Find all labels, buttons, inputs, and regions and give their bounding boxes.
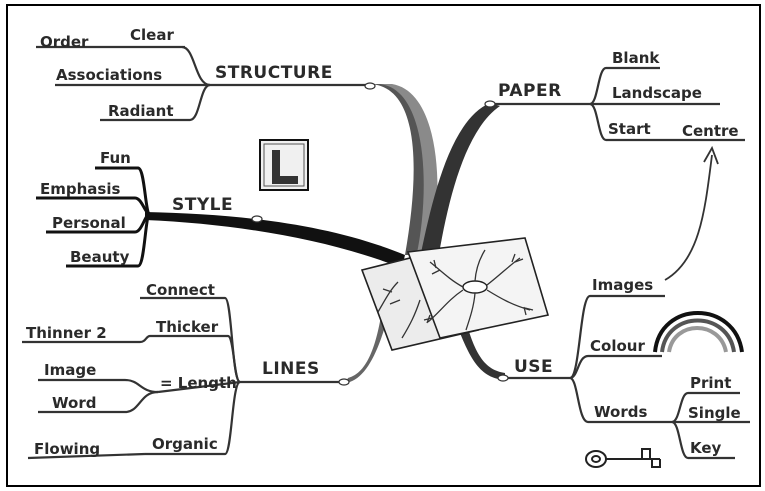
- paper-item-centre: Centre: [682, 122, 739, 140]
- lines-item-thicker: Thicker: [156, 318, 219, 336]
- structure-item-clear: Clear: [130, 26, 174, 44]
- paper-item-landscape: Landscape: [612, 84, 702, 102]
- style-label: STYLE: [172, 195, 233, 215]
- use-branch: [455, 318, 505, 380]
- use-item-words: Words: [594, 403, 647, 421]
- use-item-key: Key: [690, 439, 722, 457]
- style-item-beauty: Beauty: [70, 248, 130, 266]
- style-item-emphasis: Emphasis: [40, 180, 120, 198]
- paper-label: PAPER: [498, 81, 562, 101]
- lines-item-image: Image: [44, 361, 96, 379]
- structure-item-radiant: Radiant: [108, 102, 174, 120]
- paper-sub-branches: [488, 66, 745, 142]
- paper-item-start: Start: [608, 120, 651, 138]
- use-item-print: Print: [690, 374, 731, 392]
- lines-item-organic: Organic: [152, 435, 218, 453]
- structure-sub-branches: [36, 45, 370, 122]
- use-item-colour: Colour: [590, 337, 645, 355]
- style-sub-branches: [36, 166, 152, 268]
- arrow-images-to-centre: [664, 145, 719, 281]
- lines-item-word: Word: [52, 394, 96, 412]
- lines-label: LINES: [262, 359, 320, 379]
- lines-sub-branches: [22, 296, 348, 460]
- structure-item-order: Order: [40, 33, 89, 51]
- use-item-single: Single: [688, 404, 741, 422]
- style-branch: [145, 212, 405, 268]
- paper-item-blank: Blank: [612, 49, 660, 67]
- paper-branch: [420, 103, 500, 260]
- style-item-fun: Fun: [100, 149, 131, 167]
- lines-item-connect: Connect: [146, 281, 215, 299]
- key-icon: [585, 448, 661, 468]
- lines-item-thinner: Thinner 2: [26, 324, 107, 342]
- structure-branch: [368, 84, 427, 255]
- structure-item-associations: Associations: [56, 66, 162, 84]
- structure-branch-light: [380, 84, 438, 262]
- use-item-images: Images: [592, 276, 653, 294]
- l-badge-icon: [259, 139, 309, 191]
- lines-item-flowing: Flowing: [34, 440, 100, 458]
- central-paper-image: [360, 237, 550, 351]
- structure-label: STRUCTURE: [215, 63, 333, 83]
- lines-item-length: = Length: [160, 374, 237, 392]
- use-sub-branches: [503, 294, 750, 460]
- use-label: USE: [514, 357, 553, 377]
- style-item-personal: Personal: [52, 214, 126, 232]
- branch-knots: [251, 82, 509, 386]
- rainbow-icon: [653, 311, 744, 353]
